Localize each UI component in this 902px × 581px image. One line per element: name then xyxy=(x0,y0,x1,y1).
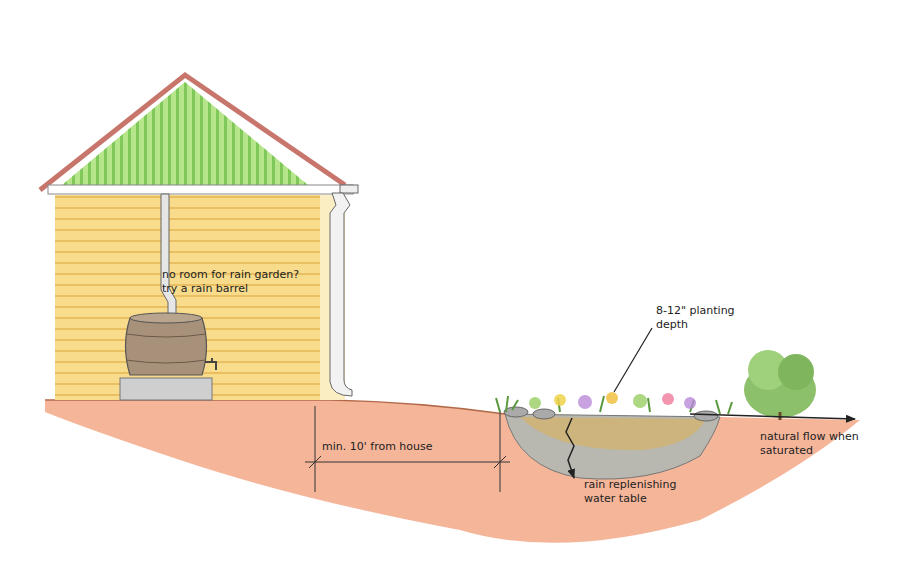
rain-barrel xyxy=(126,318,207,375)
note-label: no room for rain garden? try a rain barr… xyxy=(162,268,312,296)
gutter xyxy=(340,185,358,193)
house-wall xyxy=(55,195,320,400)
rim-stone xyxy=(533,409,555,419)
bush xyxy=(744,350,816,420)
rim-stone xyxy=(504,407,528,417)
garden-pit xyxy=(505,414,720,479)
barrel-band xyxy=(126,334,206,363)
spigot xyxy=(205,358,216,370)
overflow-arrow xyxy=(690,414,855,419)
barrel-pipe xyxy=(161,194,176,318)
overflow-label: natural flow when saturated xyxy=(760,430,860,458)
eave xyxy=(48,185,353,194)
downspout xyxy=(330,193,352,396)
planting-soil xyxy=(520,417,706,450)
infiltration-arrow xyxy=(566,418,574,478)
dimension-label: min. 10' from house xyxy=(322,440,492,454)
rim-stone xyxy=(694,411,718,421)
barrel-top xyxy=(130,313,202,323)
dimension-lines xyxy=(305,406,510,492)
roof-edge xyxy=(40,75,345,190)
depth-label: 8-12" planting depth xyxy=(656,304,746,332)
ground xyxy=(45,400,860,543)
barrel-stand xyxy=(120,378,212,400)
ground-line xyxy=(45,400,505,414)
leader-line xyxy=(614,328,652,392)
infiltration-label: rain replenishing water table xyxy=(584,478,679,506)
plants xyxy=(496,392,732,414)
